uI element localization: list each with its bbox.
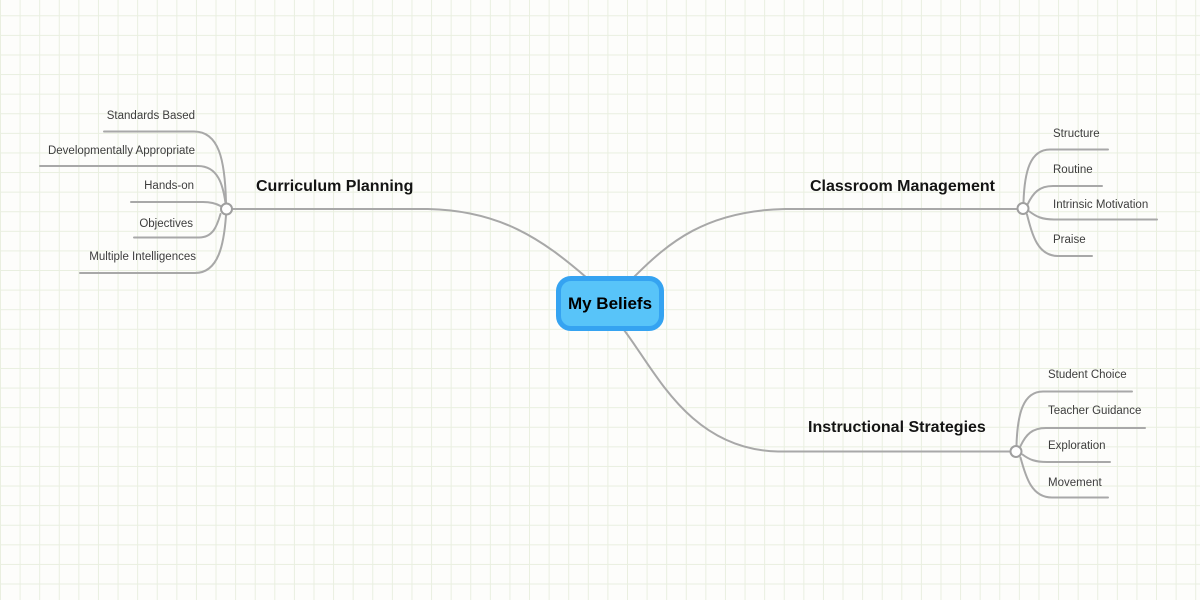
leaf-label-exploration[interactable]: Exploration bbox=[1048, 440, 1106, 452]
leaf-line-movement bbox=[1019, 456, 1109, 499]
leaf-line-standards-based bbox=[103, 130, 227, 204]
leaf-label-intrinsic-motivation[interactable]: Intrinsic Motivation bbox=[1053, 198, 1149, 211]
branch-title-instructional-strategies[interactable]: Instructional Strategies bbox=[808, 418, 986, 436]
leaf-line-exploration bbox=[1021, 453, 1111, 463]
leaf-line-structure bbox=[1022, 148, 1109, 203]
leaf-label-multiple-intelligences[interactable]: Multiple Intelligences bbox=[89, 250, 196, 263]
junction-instructional-strategies[interactable] bbox=[1009, 445, 1023, 458]
leaf-line-intrinsic-motivation bbox=[1028, 210, 1158, 221]
leaf-line-multiple-intelligences bbox=[79, 214, 227, 274]
leaf-label-developmentally-appropriate[interactable]: Developmentally Appropriate bbox=[47, 145, 195, 157]
leaf-line-teacher-guidance bbox=[1019, 427, 1146, 447]
leaf-label-routine[interactable]: Routine bbox=[1053, 163, 1093, 176]
junction-curriculum-planning[interactable] bbox=[220, 202, 233, 216]
central-node-label: My Beliefs bbox=[567, 293, 653, 313]
branch-line-classroom-management bbox=[633, 208, 1018, 278]
leaf-label-objectives[interactable]: Objectives bbox=[139, 217, 193, 230]
leaf-line-student-choice bbox=[1015, 390, 1133, 446]
leaf-line-objectives bbox=[133, 213, 222, 239]
leaf-label-movement[interactable]: Movement bbox=[1048, 477, 1102, 489]
leaf-label-hands-on[interactable]: Hands-on bbox=[144, 180, 194, 192]
leaf-label-structure[interactable]: Structure bbox=[1053, 127, 1100, 140]
leaf-line-praise bbox=[1026, 213, 1093, 257]
central-node-my-beliefs[interactable]: My Beliefs bbox=[556, 276, 664, 331]
leaf-line-developmentally-appropriate bbox=[39, 165, 227, 204]
branch-line-instructional-strategies bbox=[623, 329, 1011, 453]
leaf-line-hands-on bbox=[130, 201, 222, 207]
junction-classroom-management[interactable] bbox=[1016, 202, 1030, 215]
branch-line-curriculum-planning bbox=[231, 208, 588, 279]
leaf-label-praise[interactable]: Praise bbox=[1053, 233, 1086, 246]
branch-title-curriculum-planning[interactable]: Curriculum Planning bbox=[256, 178, 414, 195]
branch-title-classroom-management[interactable]: Classroom Management bbox=[810, 178, 995, 195]
leaf-label-teacher-guidance[interactable]: Teacher Guidance bbox=[1048, 405, 1142, 417]
leaf-line-routine bbox=[1026, 185, 1103, 206]
leaf-label-student-choice[interactable]: Student Choice bbox=[1048, 368, 1127, 381]
leaf-label-standards-based[interactable]: Standards Based bbox=[106, 109, 195, 122]
